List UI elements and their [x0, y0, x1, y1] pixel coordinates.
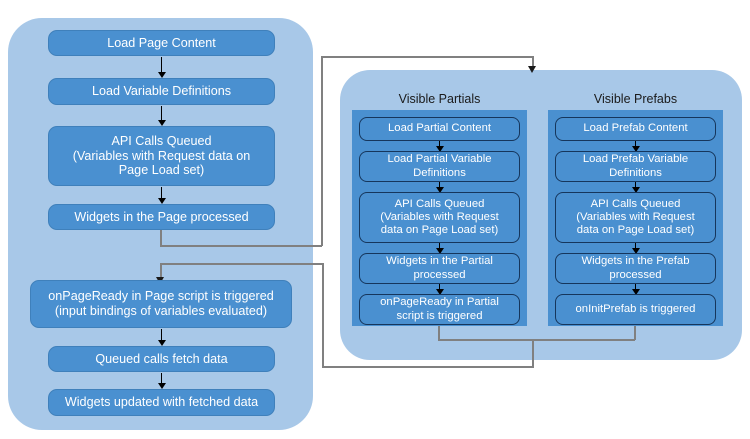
connector-page-to-components-segment-top — [321, 56, 533, 58]
arrow-prefab-api-calls-to-widgets — [631, 243, 640, 254]
arrow-api-calls-to-widgets — [157, 187, 166, 204]
arrow-load-page-to-variables — [157, 57, 166, 78]
arrow-prefab-content-to-variables — [631, 141, 640, 152]
node-widgets-updated-with-fetched-data[interactable]: Widgets updated with fetched data — [48, 389, 275, 416]
arrow-variables-to-api-calls — [157, 106, 166, 126]
node-load-prefab-variable-definitions[interactable]: Load Prefab Variable Definitions — [555, 151, 716, 182]
visible-prefabs-label: Visible Prefabs — [593, 92, 678, 106]
connector-partials-exit-up — [438, 326, 440, 340]
node-load-prefab-content[interactable]: Load Prefab Content — [555, 117, 716, 141]
connector-prefabs-exit-up — [634, 326, 636, 340]
arrow-partial-variables-to-api-calls — [435, 182, 444, 193]
node-load-partial-content[interactable]: Load Partial Content — [359, 117, 520, 141]
connector-page-to-components-segment-up — [321, 56, 323, 246]
node-widgets-in-partial-processed[interactable]: Widgets in the Partial processed — [359, 253, 520, 284]
node-api-calls-queued[interactable]: API Calls Queued (Variables with Request… — [48, 126, 275, 186]
arrow-partial-api-calls-to-widgets — [435, 243, 444, 254]
connector-page-to-components-arrowhead — [528, 66, 536, 73]
node-load-variable-definitions[interactable]: Load Variable Definitions — [48, 78, 275, 105]
connector-components-return-up — [322, 263, 324, 367]
node-widgets-in-prefab-processed[interactable]: Widgets in the Prefab processed — [555, 253, 716, 284]
connector-page-to-components-segment-right — [160, 245, 322, 247]
arrow-onpageready-to-queued-calls — [157, 329, 166, 346]
node-oninitprefab-triggered[interactable]: onInitPrefab is triggered — [555, 294, 716, 325]
connector-components-return-left — [322, 366, 533, 368]
node-onpageready-partial-script[interactable]: onPageReady in Partial script is trigger… — [359, 294, 520, 325]
arrow-prefab-variables-to-api-calls — [631, 182, 640, 193]
arrow-prefab-widgets-to-oninitprefab — [631, 284, 640, 295]
arrow-partial-widgets-to-onpageready — [435, 284, 444, 295]
node-partial-api-calls-queued[interactable]: API Calls Queued (Variables with Request… — [359, 192, 520, 243]
arrow-queued-calls-to-widgets-updated — [157, 373, 166, 389]
node-prefab-api-calls-queued[interactable]: API Calls Queued (Variables with Request… — [555, 192, 716, 243]
arrow-partial-content-to-variables — [435, 141, 444, 152]
node-load-page-content[interactable]: Load Page Content — [48, 30, 275, 56]
connector-return-drop — [160, 263, 162, 279]
connector-components-return-to-page — [160, 263, 323, 265]
connector-page-to-components-segment-down — [160, 230, 162, 246]
node-queued-calls-fetch-data[interactable]: Queued calls fetch data — [48, 346, 275, 372]
connector-components-return-down — [532, 339, 534, 368]
connector-page-to-components-segment-drop — [532, 56, 534, 69]
node-widgets-in-page-processed[interactable]: Widgets in the Page processed — [48, 204, 275, 230]
node-onpageready-page-script[interactable]: onPageReady in Page script is triggered … — [30, 280, 292, 328]
node-load-partial-variable-definitions[interactable]: Load Partial Variable Definitions — [359, 151, 520, 182]
visible-partials-label: Visible Partials — [398, 92, 481, 106]
connector-components-join-bar — [438, 339, 635, 341]
